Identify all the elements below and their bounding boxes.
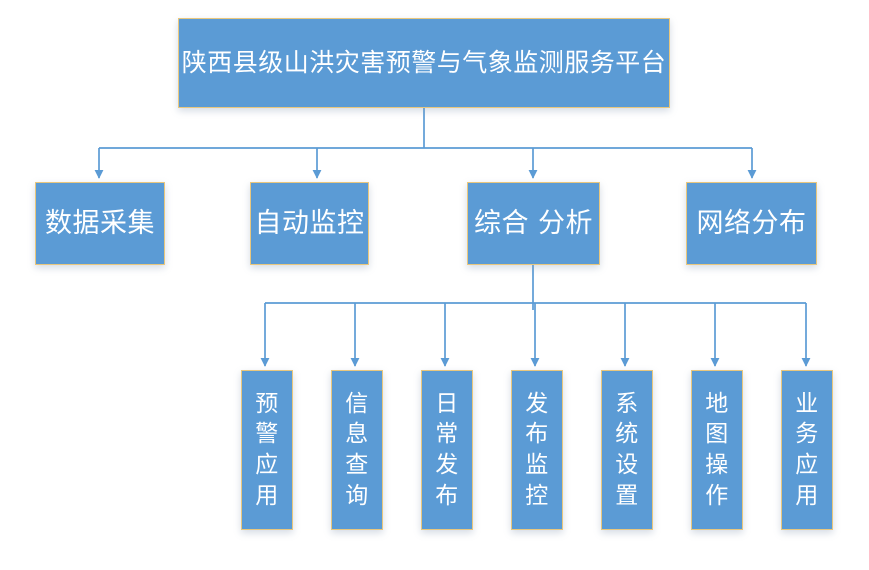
- node-map-operation[interactable]: 地 图 操 作: [691, 370, 743, 530]
- node-l3-3-label: 发 布 监 控: [525, 390, 549, 509]
- node-warning-application[interactable]: 预 警 应 用: [241, 370, 293, 530]
- node-data-collection[interactable]: 数据采集: [35, 182, 165, 265]
- node-information-query[interactable]: 信 息 查 询: [331, 370, 383, 530]
- node-network-distribution[interactable]: 网络分布: [686, 182, 817, 265]
- node-l2-0-label: 数据采集: [45, 207, 155, 239]
- node-l2-2-label: 综合 分析: [473, 207, 594, 239]
- node-l3-1-label: 信 息 查 询: [345, 390, 369, 509]
- node-daily-release[interactable]: 日 常 发 布: [421, 370, 473, 530]
- node-l3-6-label: 业 务 应 用: [795, 390, 819, 509]
- node-root-label: 陕西县级山洪灾害预警与气象监测服务平台: [181, 48, 667, 78]
- node-release-monitoring[interactable]: 发 布 监 控: [511, 370, 563, 530]
- node-l3-5-label: 地 图 操 作: [705, 390, 729, 509]
- node-root-platform[interactable]: 陕西县级山洪灾害预警与气象监测服务平台: [178, 18, 670, 108]
- node-l3-4-label: 系 统 设 置: [615, 390, 639, 509]
- node-l2-1-label: 自动监控: [254, 207, 365, 239]
- node-l3-2-label: 日 常 发 布: [435, 390, 459, 509]
- node-l2-3-label: 网络分布: [696, 207, 807, 239]
- node-system-settings[interactable]: 系 统 设 置: [601, 370, 653, 530]
- node-business-application[interactable]: 业 务 应 用: [781, 370, 833, 530]
- node-auto-monitoring[interactable]: 自动监控: [250, 182, 369, 265]
- node-l3-0-label: 预 警 应 用: [255, 390, 279, 509]
- node-comprehensive-analysis[interactable]: 综合 分析: [467, 182, 600, 265]
